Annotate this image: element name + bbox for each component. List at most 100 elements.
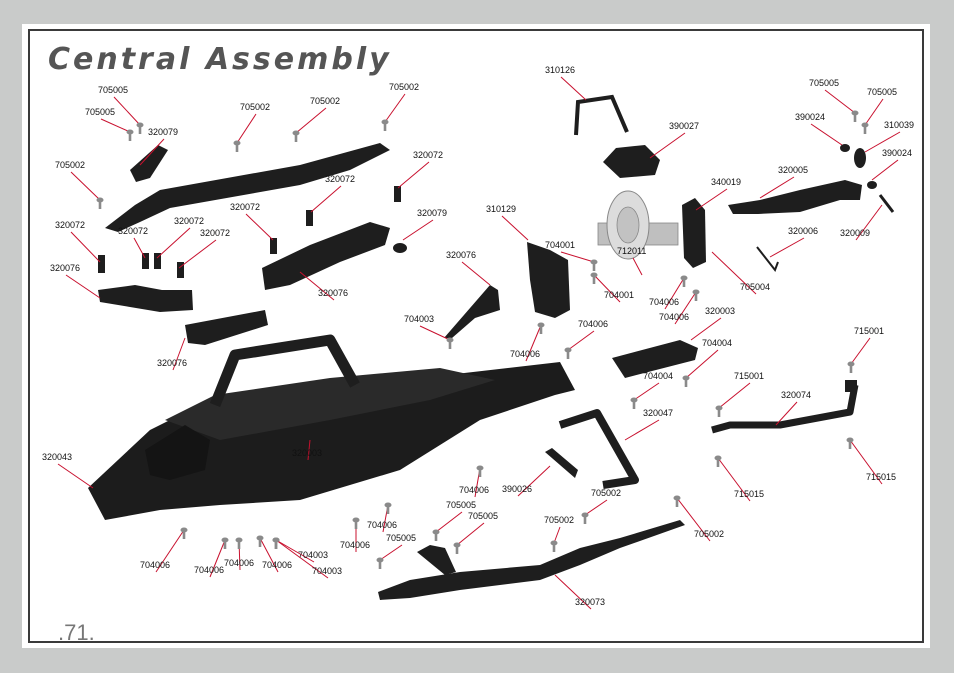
leader-line bbox=[864, 98, 884, 126]
leader-line bbox=[155, 529, 185, 573]
screw-icon bbox=[180, 527, 188, 533]
leader-line bbox=[554, 574, 592, 610]
callout-704006: 704006 bbox=[367, 502, 397, 533]
leader-line bbox=[624, 419, 660, 441]
leader-line bbox=[850, 337, 871, 365]
callout-390024: 390024 bbox=[795, 112, 843, 146]
part-number-label: 704003 bbox=[404, 314, 434, 324]
leader-line bbox=[849, 439, 883, 485]
callout-310129: 310129 bbox=[486, 204, 529, 241]
leader-line bbox=[517, 465, 551, 497]
callout-320076: 320076 bbox=[299, 271, 348, 301]
callout-704004: 704004 bbox=[630, 371, 673, 409]
callout-320005: 320005 bbox=[759, 165, 808, 199]
leader-line bbox=[70, 171, 101, 201]
callout-320073: 320073 bbox=[554, 574, 605, 610]
screw-shank bbox=[716, 460, 720, 467]
leader-line bbox=[664, 277, 685, 310]
part-center-brace bbox=[262, 222, 390, 290]
screw-shank bbox=[848, 442, 852, 449]
callout-705002: 705002 bbox=[673, 495, 724, 542]
screw-shank bbox=[294, 135, 298, 142]
part-number-label: 704006 bbox=[510, 349, 540, 359]
leader-line bbox=[435, 511, 463, 533]
leader-line bbox=[139, 138, 165, 166]
callout-704006: 704006 bbox=[659, 289, 700, 325]
part-number-label: 705002 bbox=[55, 160, 85, 170]
callout-704004: 704004 bbox=[682, 338, 732, 387]
screw-icon bbox=[564, 347, 572, 353]
screw-shank bbox=[138, 127, 142, 134]
callout-704003: 704003 bbox=[272, 537, 342, 579]
part-bumper-frame bbox=[558, 409, 639, 489]
part-number-label: 320006 bbox=[788, 226, 818, 236]
screw-icon bbox=[590, 259, 598, 265]
part-number-label: 704006 bbox=[367, 520, 397, 530]
leader-line bbox=[299, 271, 335, 301]
leader-line bbox=[133, 237, 146, 259]
screw-icon bbox=[714, 455, 722, 461]
part-number-label: 390024 bbox=[795, 112, 825, 122]
part-number-label: 320072 bbox=[230, 202, 260, 212]
screw-shank bbox=[632, 402, 636, 409]
part-number-label: 320079 bbox=[148, 127, 178, 137]
part-standoff bbox=[394, 186, 401, 202]
callout-390024: 390024 bbox=[871, 148, 912, 181]
page-number: .71. bbox=[58, 620, 95, 645]
callout-704006: 704006 bbox=[459, 465, 489, 498]
part-number-label: 704006 bbox=[194, 565, 224, 575]
leader-line bbox=[855, 204, 883, 241]
screw-icon bbox=[692, 289, 700, 295]
screw-shank bbox=[863, 127, 867, 134]
leader-line bbox=[769, 237, 805, 258]
part-number-label: 320005 bbox=[778, 165, 808, 175]
part-rear-arm bbox=[711, 384, 859, 434]
leader-line bbox=[718, 382, 751, 409]
screw-icon bbox=[376, 557, 384, 563]
leader-line bbox=[275, 539, 329, 579]
callout-320003: 320003 bbox=[292, 439, 322, 461]
callout-340019: 340019 bbox=[695, 177, 741, 211]
callout-704001: 704001 bbox=[545, 240, 598, 271]
part-grommet bbox=[393, 243, 407, 253]
callout-320072: 320072 bbox=[397, 150, 443, 189]
screw-shank bbox=[98, 202, 102, 209]
callout-320076: 320076 bbox=[446, 250, 491, 286]
screw-icon bbox=[682, 375, 690, 381]
part-skid-hoop bbox=[574, 94, 629, 136]
part-number-label: 320072 bbox=[200, 228, 230, 238]
part-number-label: 705005 bbox=[98, 85, 128, 95]
screw-icon bbox=[550, 540, 558, 546]
part-nerf-bar bbox=[378, 520, 685, 600]
part-roll-hoop bbox=[209, 334, 360, 408]
part-diff-mount bbox=[682, 198, 706, 268]
part-number-label: 320074 bbox=[781, 390, 811, 400]
part-number-label: 705005 bbox=[809, 78, 839, 88]
leader-line bbox=[560, 76, 587, 101]
callout-310126: 310126 bbox=[545, 65, 587, 101]
screw-icon bbox=[352, 517, 360, 523]
leader-line bbox=[461, 261, 491, 286]
callout-705002: 705002 bbox=[233, 102, 270, 152]
screw-icon bbox=[680, 275, 688, 281]
screw-icon bbox=[446, 337, 454, 343]
leader-line bbox=[113, 96, 141, 126]
part-number-label: 705005 bbox=[867, 87, 897, 97]
callout-320079: 320079 bbox=[402, 208, 447, 241]
part-rear-block bbox=[98, 285, 193, 312]
part-standoff bbox=[142, 253, 149, 269]
part-chassis-plate bbox=[88, 362, 575, 520]
part-number-label: 320079 bbox=[417, 208, 447, 218]
part-number-label: 704006 bbox=[578, 319, 608, 329]
leader-line bbox=[178, 239, 217, 269]
screw-icon bbox=[581, 512, 589, 518]
screw-icon bbox=[221, 537, 229, 543]
screw-shank bbox=[378, 562, 382, 569]
leader-line bbox=[295, 107, 327, 134]
part-number-label: 705002 bbox=[389, 82, 419, 92]
screw-icon bbox=[256, 535, 264, 541]
part-spur-gear-hub bbox=[616, 206, 640, 244]
screw-icon bbox=[847, 361, 855, 367]
part-standoff bbox=[270, 238, 277, 254]
